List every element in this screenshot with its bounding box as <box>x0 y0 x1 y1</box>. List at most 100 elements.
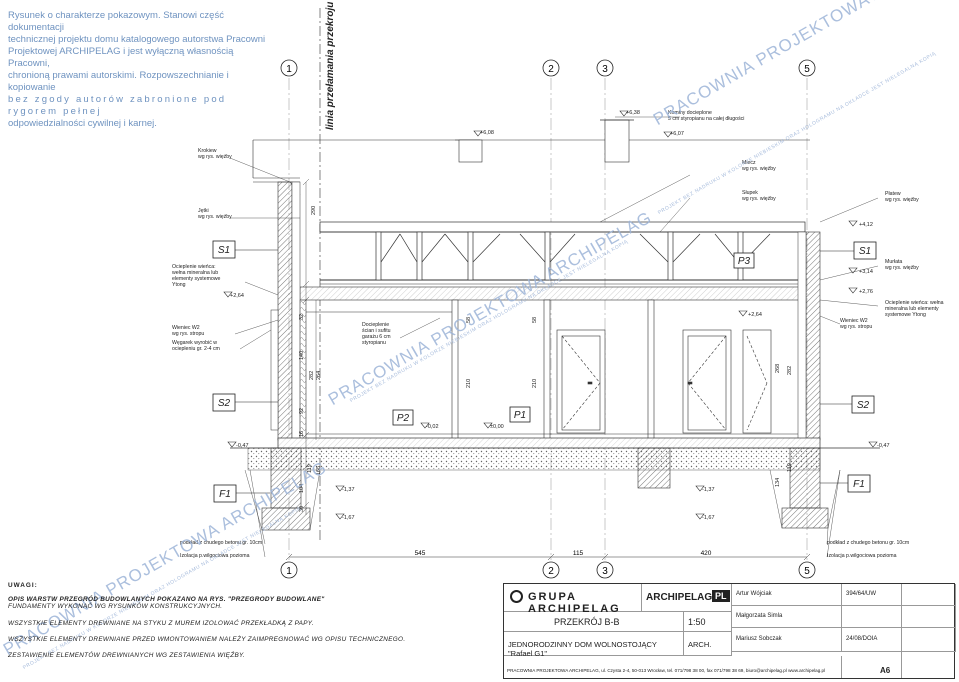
tag-box-f1-left <box>213 484 237 503</box>
tag-box-s2-left <box>212 393 236 412</box>
wall-left <box>270 181 307 441</box>
note-3: WSZYSTKIE ELEMENTY DREWNIANE PRZED WMONT… <box>8 636 406 643</box>
dim-v: 30 <box>299 506 305 512</box>
roof-outline <box>252 139 810 196</box>
level-ceiling-mid: +2,64 <box>748 312 762 318</box>
disclaimer-line: Projektowej ARCHIPELAG i jest wyłączną w… <box>8 46 234 69</box>
brand-name: GRUPA ARCHIPELAG <box>528 591 621 615</box>
note-platew: Płatew wg rys. więźby <box>885 191 919 203</box>
level-ground-left: -0,47 <box>236 443 249 449</box>
level-floor: ±0,00 <box>490 424 504 430</box>
note-ocieplenie-right: Ocieplenie wieńca: wełna mineralna lub e… <box>885 300 944 318</box>
tag-s2-right: S2 <box>857 400 870 411</box>
level-ground-right: -0,47 <box>877 443 890 449</box>
axis-markers-bottom: 1 2 3 5 <box>280 561 816 579</box>
tag-f1-left: F1 <box>219 489 231 500</box>
tag-s1-right: S1 <box>859 246 871 257</box>
brand-logo-icon <box>510 590 523 603</box>
level-chimney: +6,38 <box>626 110 640 116</box>
dim-v: 58 <box>466 317 472 323</box>
dim-545: 545 <box>415 550 426 557</box>
sheet-number: A6 <box>880 666 891 675</box>
note-jetki: Jętki wg rys. więźby <box>198 208 232 220</box>
note-izolacja-left: Izolacja p.wilgociowa pozioma <box>180 553 250 559</box>
tag-p1: P1 <box>514 410 526 421</box>
tag-f1-right: F1 <box>853 479 865 490</box>
notes-block: UWAGI: OPIS WARSTW PRZEGRÓD BUDOWLANYCH … <box>8 582 498 668</box>
level-markers <box>223 110 878 520</box>
level-wall-top: +3,14 <box>859 269 873 275</box>
axis-label-2: 2 <box>548 64 554 75</box>
level-found-left-bottom: -1,67 <box>342 515 355 521</box>
tag-box-s1-left <box>212 240 236 259</box>
tag-box-p2 <box>392 409 414 426</box>
axis-label-2-bottom: 2 <box>548 566 554 577</box>
level-ceiling-right: +2,76 <box>859 289 873 295</box>
dim-v: 119 <box>307 464 313 473</box>
tag-box-s1-right <box>853 241 877 260</box>
dim-v: 140 <box>299 351 305 360</box>
drawing-title: PRZEKRÓJ B-B <box>554 617 620 627</box>
tag-box-p1 <box>509 406 531 423</box>
level-ceiling-left: +2,64 <box>230 293 244 299</box>
tag-s2-left: S2 <box>218 398 231 409</box>
dim-v: 268 <box>775 364 781 373</box>
note-murlata: Murłata wg rys. więźby <box>885 259 919 271</box>
dim-v: 32 <box>299 314 305 320</box>
logo-pl: PL <box>712 590 730 602</box>
disclaimer-line: bez zgody autorów zabronione pod rygorem… <box>8 94 227 117</box>
axis-label-1: 1 <box>286 64 292 75</box>
dim-v: 264 <box>316 371 322 380</box>
dim-v: 165 <box>316 466 322 475</box>
note-podklad-right: podkład z chudego betonu gr. 10cm <box>827 540 910 546</box>
dimension-chain-left <box>302 178 317 515</box>
dim-v: 282 <box>787 366 793 375</box>
tag-box-f1-right <box>847 474 871 493</box>
dim-v: 58 <box>532 317 538 323</box>
dim-v: 134 <box>775 478 781 487</box>
title-block: GRUPA ARCHIPELAG ARCHIPELAG PL Artur Wój… <box>503 583 956 679</box>
note-kominy: Kominy docieplone 5 cm styropianu na cał… <box>668 110 745 122</box>
note-ocieplenie-mid: Docieplenie ścian i sufitu garażu 6 cm s… <box>362 322 391 346</box>
section-break-label: linia przełamania przekroju <box>325 2 336 130</box>
disclaimer-line: odpowiedzialności cywilnej i karnej. <box>8 118 157 129</box>
axis-label-3: 3 <box>602 64 608 75</box>
note-1a: OPIS WARSTW PRZEGRÓD BUDOWLANYCH POKAZAN… <box>8 596 325 603</box>
tag-p3: P3 <box>738 256 751 267</box>
person-2: Małgorzata Simla <box>736 613 783 619</box>
dim-v: 282 <box>309 371 315 380</box>
door-right <box>682 329 772 434</box>
door-left <box>556 329 606 434</box>
level-found-left-top: -1,37 <box>342 487 355 493</box>
dim-v: 119 <box>787 463 793 472</box>
note-wegarek: Węgarek wyrobić w ociepleniu gr. 2-4 cm <box>172 340 220 352</box>
dim-420: 420 <box>701 550 712 557</box>
note-ocieplenie-left: Ocieplenie wieńca: wełna mineralna lub e… <box>172 264 221 288</box>
note-podklad-left: podkład z chudego betonu gr. 10cm <box>180 540 263 546</box>
person-1: Artur Wójciak <box>736 591 772 597</box>
tag-p2: P2 <box>397 413 410 424</box>
note-4: ZESTAWIENIE ELEMENTÓW DREWNIANYCH WG ZES… <box>8 652 246 659</box>
dim-v: 92 <box>299 408 305 414</box>
axis-label-1-bottom: 1 <box>286 566 292 577</box>
note-wieniec-left: Wieniec W2 wg rys. stropu <box>172 325 205 337</box>
disclaimer-text: Rysunek o charakterze pokazowym. Stanowi… <box>8 10 270 130</box>
address: PRACOWNIA PROJEKTOWA ARCHIPELAG, ul. Czy… <box>507 668 826 673</box>
person-3: Mariusz Sobczak <box>736 636 782 642</box>
dim-115: 115 <box>573 550 584 557</box>
disclaimer-line: Rysunek o charakterze pokazowym. Stanowi… <box>8 10 224 33</box>
axis-label-5: 5 <box>804 64 810 75</box>
note-wieniec-right: Wieniec W2 wg rys. stropu <box>840 318 873 330</box>
project-name: JEDNORODZINNY DOM WOLNOSTOJĄCY "Rafael G… <box>508 640 657 658</box>
logo-archipelag: ARCHIPELAG <box>646 592 713 603</box>
notes-heading: UWAGI: <box>8 582 38 589</box>
foundation-right <box>769 447 841 529</box>
axis-label-5-bottom: 5 <box>804 566 810 577</box>
foundation-mid <box>637 447 671 489</box>
tag-box-p3 <box>733 252 755 269</box>
foundation-left <box>244 447 321 531</box>
tag-box-s2-right <box>851 395 875 414</box>
level-found-mid-bottom: -1,67 <box>702 515 715 521</box>
level-found-mid-top: -1,37 <box>702 487 715 493</box>
